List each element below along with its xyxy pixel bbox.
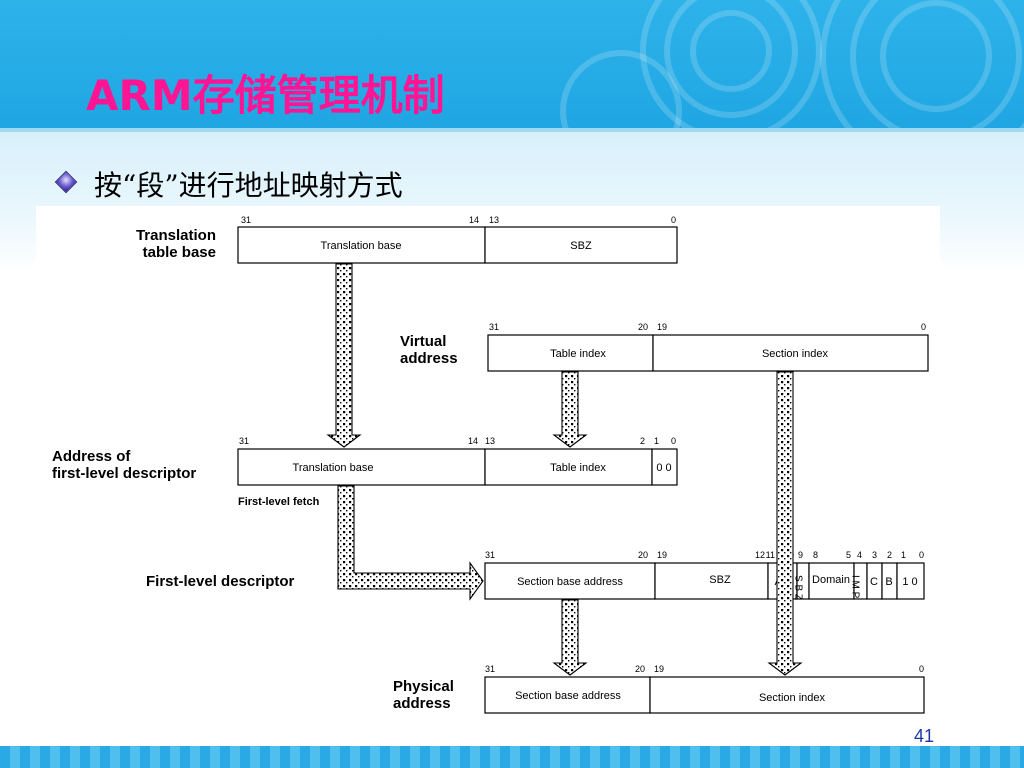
field-sbz	[484, 226, 678, 264]
slide-subtitle: 按“段”进行地址映射方式	[94, 169, 403, 202]
field-text: Section index	[762, 348, 829, 360]
label-translation-table-base-line1: Translation	[136, 227, 216, 244]
bit-number: 20	[635, 664, 645, 674]
label-physical-address-line1: Physical	[393, 678, 454, 695]
bit-number: 1	[901, 550, 906, 560]
row-virtual-address: Table index Section index 31 20 19 0	[487, 322, 929, 372]
arrow-table-index-down	[552, 371, 588, 448]
bit-number: 13	[489, 215, 499, 225]
row-first-level-descriptor: Section base address SBZ AP S B Z Domain…	[484, 550, 925, 600]
field-text: 0 0	[656, 462, 671, 474]
field-text: Table index	[550, 348, 606, 360]
field-text: Translation base	[293, 462, 374, 474]
bit-number: 12	[755, 550, 765, 560]
field-table-index	[484, 448, 653, 486]
bit-number: 9	[798, 550, 803, 560]
bit-number: 14	[468, 436, 478, 446]
arrow-section-base-down	[552, 599, 588, 676]
field-text: C	[870, 576, 878, 588]
footer-band	[0, 746, 1024, 768]
label-translation-table-base-line2: table base	[143, 244, 216, 261]
field-text: 1 0	[902, 576, 917, 588]
bit-number: 3	[872, 550, 877, 560]
slide-title: ARM存储管理机制	[86, 71, 445, 120]
page-number: 41	[914, 726, 935, 746]
bit-number: 0	[671, 215, 676, 225]
bit-number: 0	[671, 436, 676, 446]
label-virtual-address-line1: Virtual	[400, 333, 446, 350]
bit-number: 5	[846, 550, 851, 560]
bit-number: 4	[857, 550, 862, 560]
field-table-index	[487, 334, 654, 372]
bit-number: 19	[654, 664, 664, 674]
section-mapping-diagram: Translation table base Virtual address A…	[36, 206, 940, 728]
first-level-fetch-annotation: First-level fetch	[238, 496, 320, 508]
field-text: Translation base	[321, 240, 402, 252]
arrow-translation-base-down	[326, 263, 362, 448]
bit-number: 13	[485, 436, 495, 446]
field-text: Section index	[759, 692, 826, 704]
label-physical-address-line2: address	[393, 695, 451, 712]
label-first-level-descriptor: First-level descriptor	[146, 573, 295, 590]
row-translation-table-base: Translation base SBZ 31 14 13 0	[237, 215, 678, 264]
bit-number: 11	[766, 550, 775, 560]
bit-number: 8	[813, 550, 818, 560]
field-text: SBZ	[570, 240, 592, 252]
field-text: S B Z	[793, 575, 804, 600]
bit-number: 14	[469, 215, 479, 225]
bit-number: 19	[657, 322, 667, 332]
bit-number: 20	[638, 550, 648, 560]
bit-number: 31	[485, 550, 495, 560]
bit-number: 0	[921, 322, 926, 332]
bit-number: 0	[919, 664, 924, 674]
swirl-decoration	[664, 0, 798, 118]
bit-number: 31	[489, 322, 499, 332]
bit-number: 2	[640, 436, 645, 446]
arrow-first-level-fetch	[337, 485, 484, 601]
row-address-of-first-level-descriptor: Translation base Table index 0 0 31 14 1…	[237, 436, 678, 486]
label-address-of-fld-line2: first-level descriptor	[52, 465, 196, 482]
field-text: Domain	[812, 574, 850, 586]
field-section-base-address	[484, 562, 656, 600]
field-type-bits	[896, 562, 925, 600]
diagram-canvas: Translation table base Virtual address A…	[52, 215, 929, 714]
field-section-index	[652, 334, 929, 372]
swirl-decoration	[690, 10, 772, 92]
field-zero-bits	[651, 448, 678, 486]
bit-number: 31	[485, 664, 495, 674]
swirl-decoration	[880, 0, 992, 112]
field-domain	[808, 562, 855, 600]
bit-number: 31	[241, 215, 251, 225]
bit-number: 20	[638, 322, 648, 332]
bit-number: 31	[239, 436, 249, 446]
field-text: Section base address	[515, 690, 621, 702]
field-section-index	[649, 676, 925, 714]
bit-number: 1	[654, 436, 659, 446]
label-address-of-fld-line1: Address of	[52, 448, 131, 465]
bit-number: 0	[919, 550, 924, 560]
row-physical-address: Section base address Section index 31 20…	[484, 664, 925, 714]
bit-number: 2	[887, 550, 892, 560]
field-text: SBZ	[709, 574, 731, 586]
field-text: I M P	[850, 575, 861, 599]
field-text: Table index	[550, 462, 606, 474]
label-virtual-address-line2: address	[400, 350, 458, 367]
field-text: Section base address	[517, 576, 623, 588]
header-divider	[0, 128, 1024, 132]
arrow-section-index-long-down	[767, 371, 803, 676]
field-text: B	[885, 576, 892, 588]
bit-number: 19	[657, 550, 667, 560]
